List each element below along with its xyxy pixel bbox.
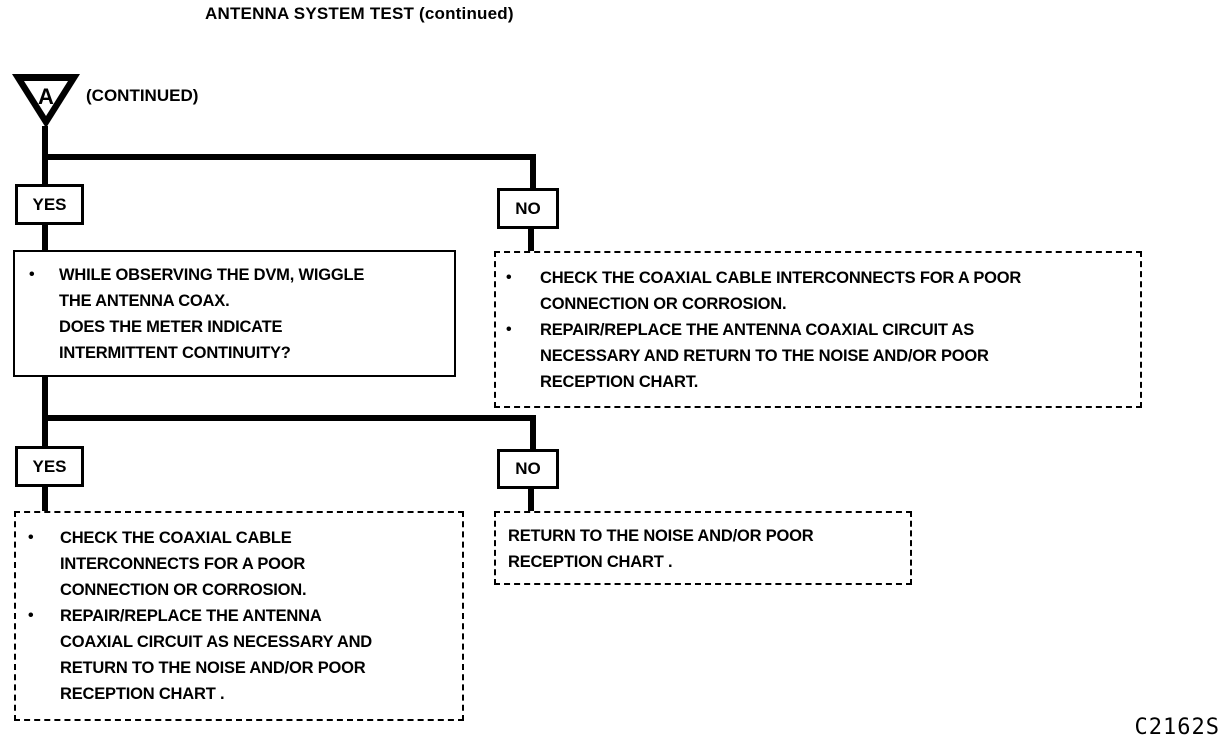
no-action-box: • CHECK THE COAXIAL CABLE INTERCONNECTS … xyxy=(494,251,1142,408)
yes-tag: YES xyxy=(15,184,84,225)
bullet: • xyxy=(28,529,34,546)
bullet: • xyxy=(506,321,512,338)
connector-a-icon: A xyxy=(12,74,80,128)
flow-line xyxy=(42,225,48,251)
flow-line xyxy=(42,415,536,421)
figure-code: C2162S xyxy=(1134,715,1220,740)
flow-line xyxy=(42,377,48,449)
no-tag: NO xyxy=(497,449,559,489)
flow-line xyxy=(528,229,534,251)
flow-line xyxy=(528,489,534,513)
action-text: REPAIR/REPLACE THE ANTENNA COAXIAL CIRCU… xyxy=(540,321,989,391)
connector-letter: A xyxy=(38,84,54,109)
question-text: WHILE OBSERVING THE DVM, WIGGLE THE ANTE… xyxy=(59,266,365,362)
no-action-box: RETURN TO THE NOISE AND/OR POOR RECEPTIO… xyxy=(494,511,912,585)
bullet: • xyxy=(29,266,35,283)
flow-line xyxy=(530,415,536,451)
action-text: CHECK THE COAXIAL CABLE INTERCONNECTS FO… xyxy=(540,269,1022,313)
bullet: • xyxy=(506,269,512,286)
no-tag: NO xyxy=(497,188,559,229)
flow-line xyxy=(530,154,536,192)
bullet: • xyxy=(28,607,34,624)
yes-tag: YES xyxy=(15,446,84,487)
action-text: REPAIR/REPLACE THE ANTENNA COAXIAL CIRCU… xyxy=(60,607,373,703)
action-text: CHECK THE COAXIAL CABLE INTERCONNECTS FO… xyxy=(60,529,307,599)
flow-line xyxy=(42,487,48,513)
action-text: RETURN TO THE NOISE AND/OR POOR RECEPTIO… xyxy=(508,527,814,571)
question-box: • WHILE OBSERVING THE DVM, WIGGLE THE AN… xyxy=(13,250,456,377)
flow-line xyxy=(42,154,536,160)
connector-label: (CONTINUED) xyxy=(86,86,199,105)
page-title: ANTENNA SYSTEM TEST (continued) xyxy=(205,4,514,23)
yes-action-box: • CHECK THE COAXIAL CABLE INTERCONNECTS … xyxy=(14,511,464,721)
